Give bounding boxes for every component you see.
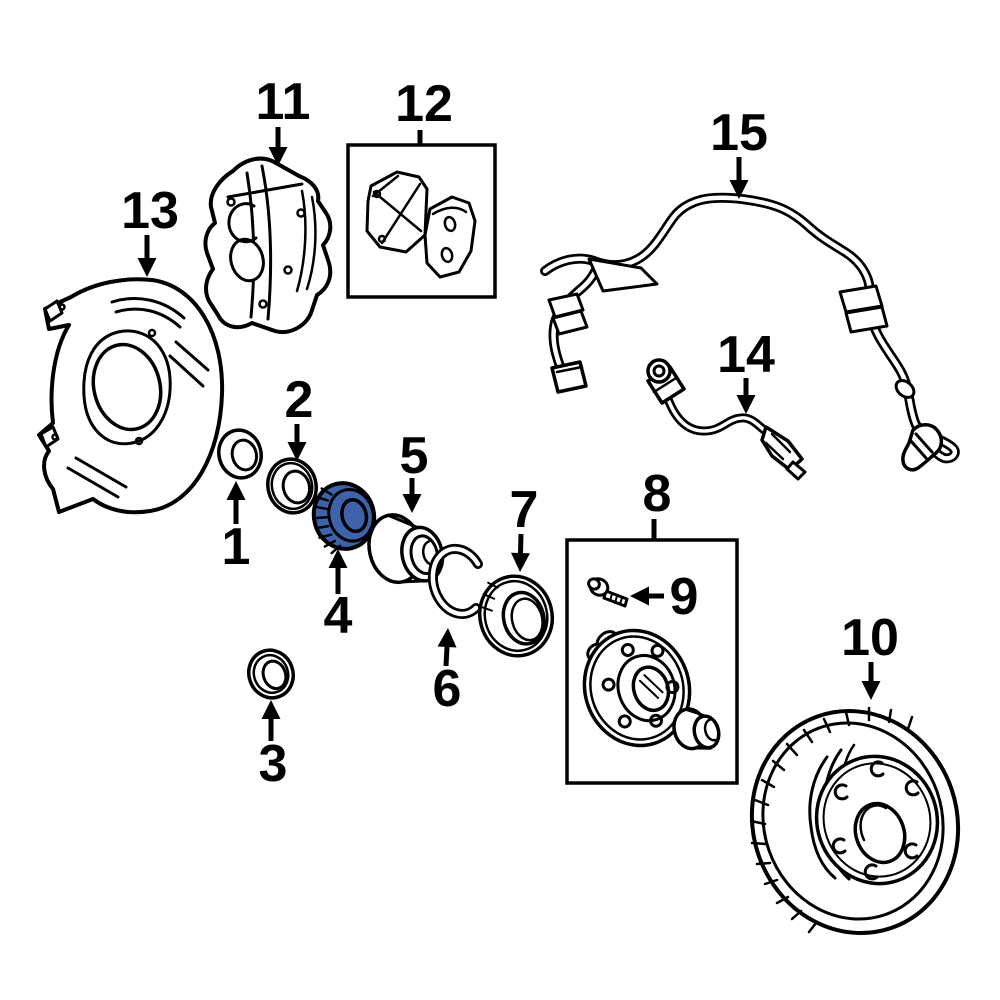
part-11-brake-caliper (203, 156, 333, 334)
callout-2-arrowhead (287, 442, 307, 461)
hub-flange (582, 628, 692, 748)
callout-11: 11 (256, 73, 311, 131)
part-6-snap-ring (427, 543, 483, 619)
callout-5-arrowhead (402, 494, 422, 513)
part-10-brake-rotor (749, 706, 961, 935)
part-15-abs-sensor-harness (540, 192, 960, 472)
callout-13: 13 (121, 182, 179, 240)
part-3-seal-ring (247, 648, 295, 700)
part-7-seal (478, 574, 554, 658)
callout-9: 9 (670, 568, 699, 626)
harness-bracket-right (838, 284, 889, 334)
harness-connector (550, 360, 588, 394)
callout-10: 10 (841, 609, 899, 667)
part-8-hub-assembly (565, 538, 739, 785)
harness-grommet (894, 379, 916, 399)
callout-4-arrowhead (328, 549, 348, 568)
callout-13-arrowhead (137, 258, 157, 277)
callout-3-arrowhead (261, 700, 281, 719)
part-9-wheel-stud (587, 577, 629, 608)
callout-6: 6 (433, 660, 462, 718)
callout-4: 4 (324, 587, 353, 645)
callout-9-arrowhead (630, 586, 649, 606)
part-2-seal (266, 457, 318, 515)
callout-15: 15 (710, 104, 768, 162)
part-12-brake-pads (346, 143, 497, 299)
callout-11-arrowhead (268, 147, 288, 166)
callout-7-arrowhead (511, 552, 530, 572)
callout-12: 12 (395, 75, 453, 133)
abs-sensor-tip (901, 423, 944, 472)
part-1-ring (217, 428, 263, 480)
callout-15-arrowhead (729, 180, 749, 199)
callout-8: 8 (643, 465, 672, 523)
part-13-dust-shield (37, 277, 225, 515)
callout-7-leader (518, 533, 524, 554)
callout-14: 14 (717, 326, 775, 384)
part-4-highlighted-cap (311, 481, 377, 555)
harness-clip-flag (587, 257, 659, 293)
callout-6-leader (443, 646, 450, 667)
part-14-brake-hose (646, 358, 807, 481)
callout-7: 7 (510, 481, 539, 539)
callout-1-arrowhead (226, 481, 246, 500)
callout-3: 3 (259, 735, 288, 793)
callout-2: 2 (285, 371, 314, 429)
callout-1: 1 (222, 518, 251, 576)
harness-bracket-left (547, 292, 589, 336)
callout-6-arrowhead (437, 628, 457, 648)
callout-14-arrowhead (736, 395, 756, 414)
hub-bearing-cone (672, 707, 721, 751)
callout-10-arrowhead (861, 681, 881, 700)
callout-5: 5 (400, 427, 429, 485)
